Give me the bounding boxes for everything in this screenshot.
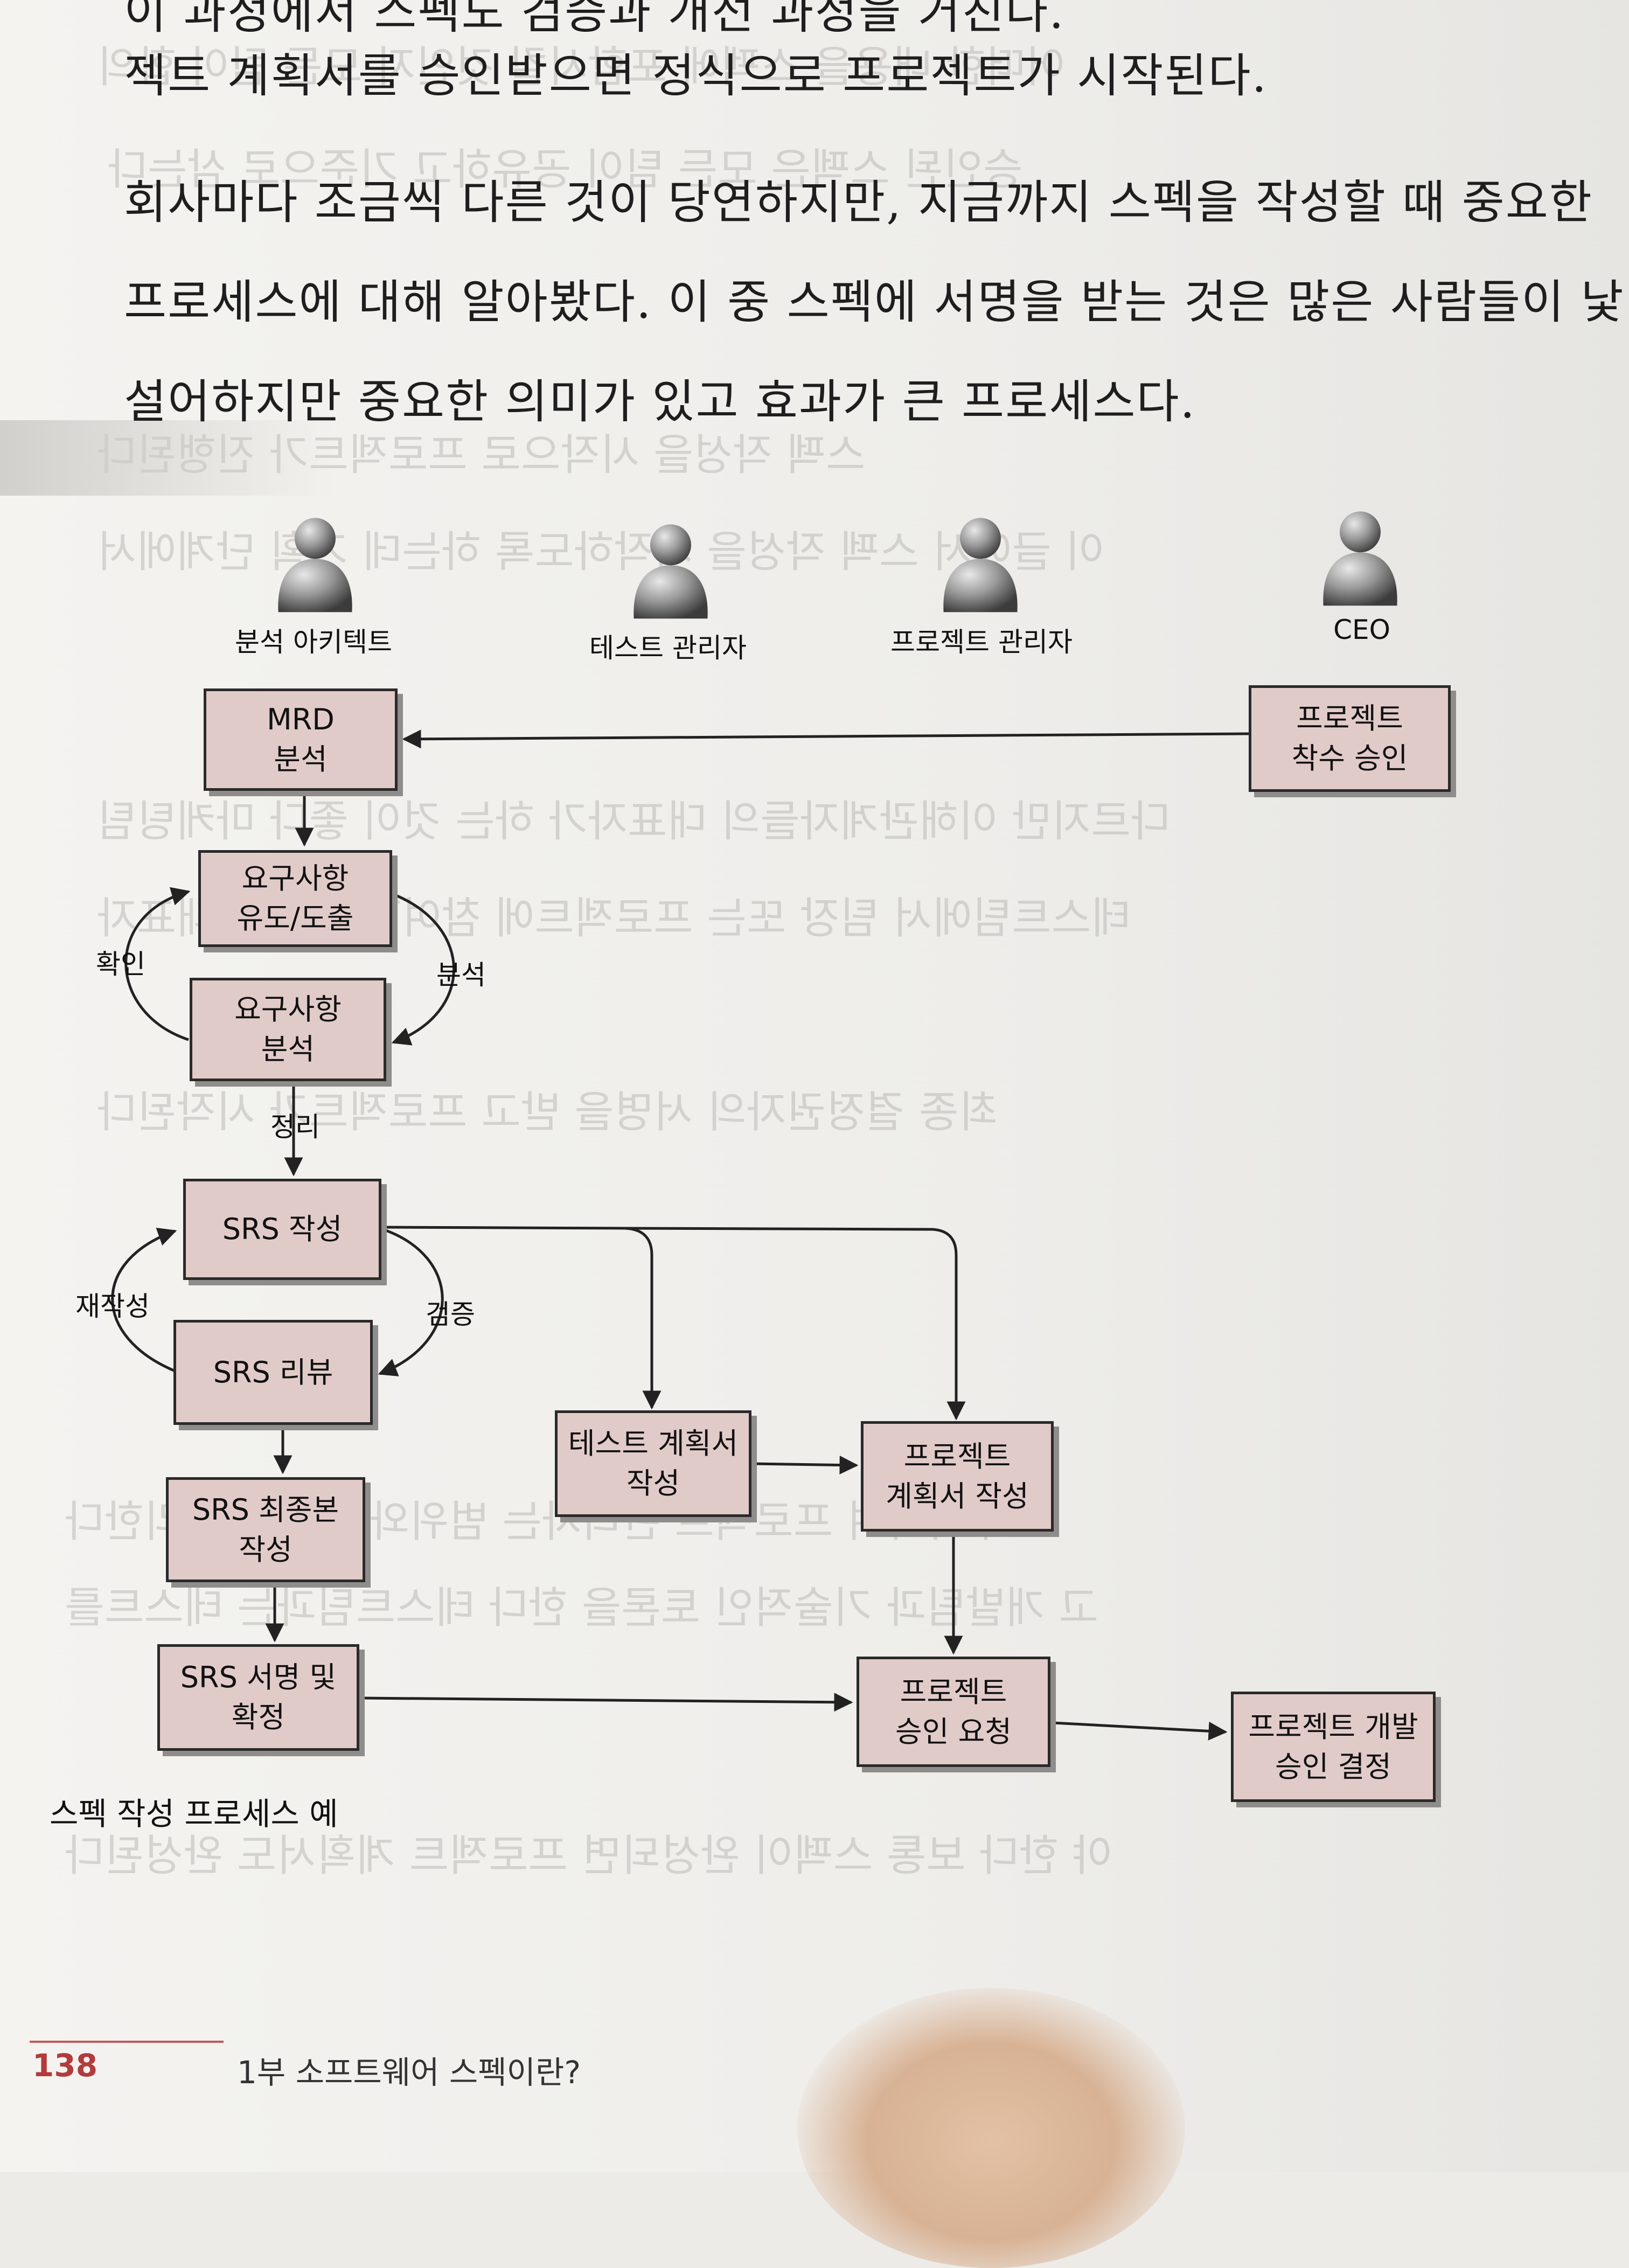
box-project-kickoff-approval: 프로젝트 착수 승인 xyxy=(1249,685,1451,792)
arrow-srs-to-project-plan xyxy=(624,1227,966,1421)
arrow-sign-to-approval xyxy=(360,1693,853,1712)
footer-rule xyxy=(30,2041,224,2043)
arrow-test-to-project-plan xyxy=(750,1456,859,1475)
figure-caption: 스펙 작성 프로세스 예 xyxy=(50,1796,338,1832)
running-head: 1부 소프트웨어 스펙이란? xyxy=(237,2054,581,2091)
box-requirements-elicitation: 요구사항 유도/도출 xyxy=(198,850,392,947)
arrow-analyze-loop xyxy=(391,893,455,1046)
role-label-test-manager: 테스트 관리자 xyxy=(589,632,747,664)
paragraph-line: 설어하지만 중요한 의미가 있고 효과가 큰 프로세스다. xyxy=(124,375,1196,429)
box-project-plan-writing: 프로젝트 계획서 작성 xyxy=(861,1421,1054,1532)
box-srs-signoff: SRS 서명 및 확정 xyxy=(157,1644,359,1751)
finger-photo-artifact xyxy=(797,1988,1185,2268)
arrow-verify-loop xyxy=(378,1227,444,1376)
arrow-kickoff-to-mrd xyxy=(402,729,1250,749)
role-label-project-manager: 프로젝트 관리자 xyxy=(890,627,1073,658)
page-number: 138 xyxy=(32,2047,98,2084)
edge-label-confirm: 확인 xyxy=(96,949,145,980)
box-srs-writing: SRS 작성 xyxy=(183,1179,381,1280)
box-srs-review: SRS 리뷰 xyxy=(173,1320,373,1425)
box-test-plan-writing: 테스트 계획서 작성 xyxy=(555,1410,751,1517)
page-fold-shadow xyxy=(0,420,334,496)
paragraph-line: 회사마다 조금씩 다른 것이 당연하지만, 지금까지 스펙을 작성할 때 중요한 xyxy=(124,176,1593,229)
paragraph-line: 젝트 계획서를 승인받으면 정식으로 프로젝트가 시작된다. xyxy=(124,49,1268,103)
paragraph-line: 이 과정에서 스펙도 검증과 개선 과정을 거친다. xyxy=(124,0,1065,39)
box-srs-final-version: SRS 최종본 작성 xyxy=(166,1477,365,1582)
role-label-analysis-architect: 분석 아키텍트 xyxy=(235,627,392,658)
edge-label-verify: 검증 xyxy=(426,1299,475,1330)
arrow-approval-to-decision xyxy=(1053,1721,1228,1741)
person-icon xyxy=(1323,511,1397,606)
arrow-rewrite-loop xyxy=(111,1228,177,1373)
paragraph-line: 프로세스에 대해 알아봤다. 이 중 스펙에 서명을 받는 것은 많은 사람들이… xyxy=(124,275,1625,329)
box-project-approval-request: 프로젝트 승인 요청 xyxy=(857,1657,1050,1767)
role-label-ceo: CEO xyxy=(1333,614,1390,645)
arrow-confirm-loop xyxy=(124,887,191,1041)
person-icon xyxy=(943,518,1018,613)
person-icon xyxy=(278,518,352,613)
box-requirements-analysis: 요구사항 분석 xyxy=(190,978,386,1081)
edge-label-organize: 정리 xyxy=(270,1111,320,1143)
person-icon xyxy=(634,524,708,619)
flowchart-connectors xyxy=(111,729,1250,1741)
box-mrd-analysis: MRD 분석 xyxy=(204,688,398,791)
edge-label-analyze: 분석 xyxy=(436,959,486,991)
box-project-development-decision: 프로젝트 개발 승인 결정 xyxy=(1231,1692,1436,1802)
edge-label-rewrite: 재작성 xyxy=(75,1291,150,1322)
